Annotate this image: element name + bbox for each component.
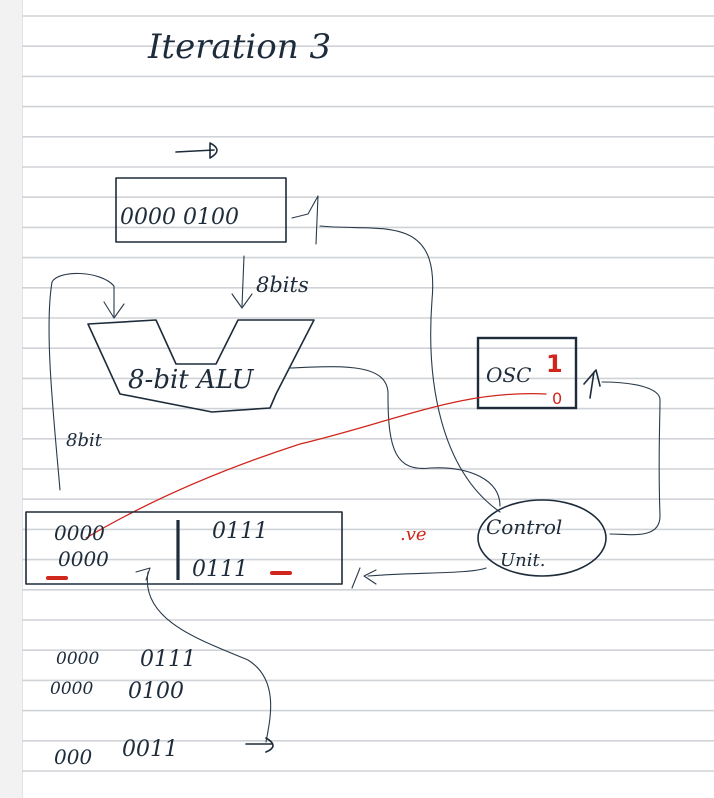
red-clock-line (86, 394, 546, 538)
acc-left-row1: 0000 (54, 521, 105, 545)
acc-left-row2: 0000 (58, 547, 109, 571)
register-top-value: 0000 0100 (120, 205, 239, 230)
acc-right-row1: 0111 (212, 519, 268, 544)
page-title: Iteration 3 (147, 27, 331, 67)
alu-label: 8-bit ALU (128, 365, 255, 395)
control-unit-line2: Unit. (500, 550, 545, 571)
wire-control-to-accumulator (364, 568, 486, 584)
osc-high-value: 1 (546, 350, 563, 378)
sum-row2-a: 0000 (50, 679, 93, 699)
osc-input-arrow (584, 370, 600, 398)
bus-label: 8bits (256, 273, 309, 297)
wire-control-to-alu (290, 367, 500, 506)
sum-row3-b: 0011 (122, 737, 178, 762)
sum-row2-b: 0100 (128, 679, 184, 704)
bus-arrow-down (232, 256, 252, 308)
side-bus-label: 8bit (66, 430, 103, 451)
control-unit-line1: Control (486, 515, 562, 539)
osc-label: OSC (486, 363, 531, 387)
sum-row3-a: 000 (54, 745, 92, 769)
acc-right-row2: 0111 (192, 557, 248, 582)
wire-control-to-osc (602, 382, 660, 535)
osc-low-value: 0 (552, 389, 562, 408)
arrow-mark-top (176, 150, 214, 152)
ruled-lines (22, 16, 714, 771)
feedback-loop-path (49, 273, 124, 490)
register-input-arrow (292, 196, 318, 244)
ve-note: .ve (400, 524, 427, 545)
sum-row1-a: 0000 (56, 649, 99, 669)
accumulator-arrow-tick (352, 568, 360, 588)
sum-row1-b: 0111 (140, 647, 196, 672)
